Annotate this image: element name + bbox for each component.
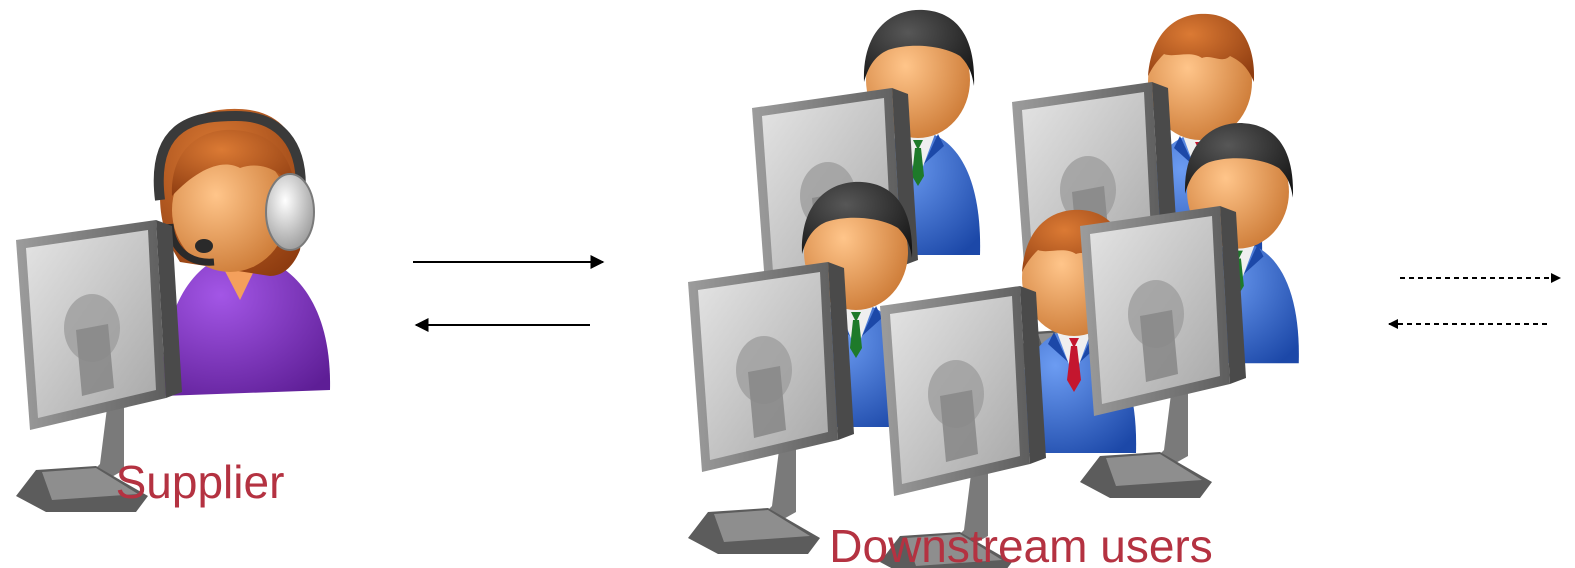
- monitor-middle-right: [1080, 206, 1246, 498]
- monitor-front-left: [688, 262, 854, 554]
- downstream-users-label: Downstream users: [829, 520, 1212, 568]
- headset-ear-cup: [265, 173, 315, 251]
- supplier-body: [161, 252, 331, 396]
- supplier-icon: [16, 108, 331, 512]
- users-group-icon: [688, 9, 1299, 568]
- headset-band: [153, 110, 306, 201]
- supplier-label: Supplier: [116, 456, 285, 508]
